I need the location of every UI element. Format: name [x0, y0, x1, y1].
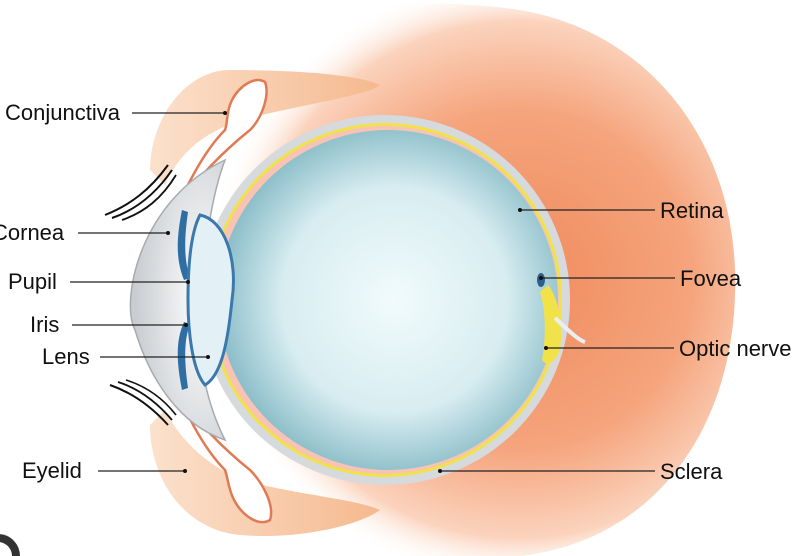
label-cornea-text: Cornea [0, 220, 65, 245]
label-iris-text: Iris [30, 312, 59, 337]
label-iris: Iris [30, 312, 188, 337]
label-lens: Lens [42, 344, 210, 369]
label-sclera: Sclera [438, 459, 723, 484]
label-cornea: Cornea [0, 220, 170, 245]
label-conjunctiva-text: Conjunctiva [5, 100, 121, 125]
vitreous-body [218, 130, 558, 470]
label-retina: Retina [518, 198, 724, 223]
label-lens-text: Lens [42, 344, 90, 369]
label-sclera-text: Sclera [660, 459, 723, 484]
label-retina-text: Retina [660, 198, 724, 223]
lower-eyelashes [109, 379, 177, 426]
label-conjunctiva: Conjunctiva [5, 100, 227, 125]
label-pupil: Pupil [8, 269, 190, 294]
label-optic-nerve: Optic nerve [544, 336, 792, 361]
lower-eyelid [150, 410, 380, 536]
label-pupil-text: Pupil [8, 269, 57, 294]
label-fovea-text: Fovea [680, 266, 742, 291]
label-eyelid: Eyelid [22, 458, 187, 483]
upper-eyelashes [104, 164, 177, 221]
iris [177, 210, 190, 390]
label-optic-nerve-text: Optic nerve [679, 336, 792, 361]
corner-badge [0, 534, 20, 556]
upper-eyelid [150, 70, 380, 185]
label-eyelid-text: Eyelid [22, 458, 82, 483]
optic-nerve [540, 285, 586, 364]
label-fovea: Fovea [539, 266, 742, 291]
lens [186, 213, 235, 387]
